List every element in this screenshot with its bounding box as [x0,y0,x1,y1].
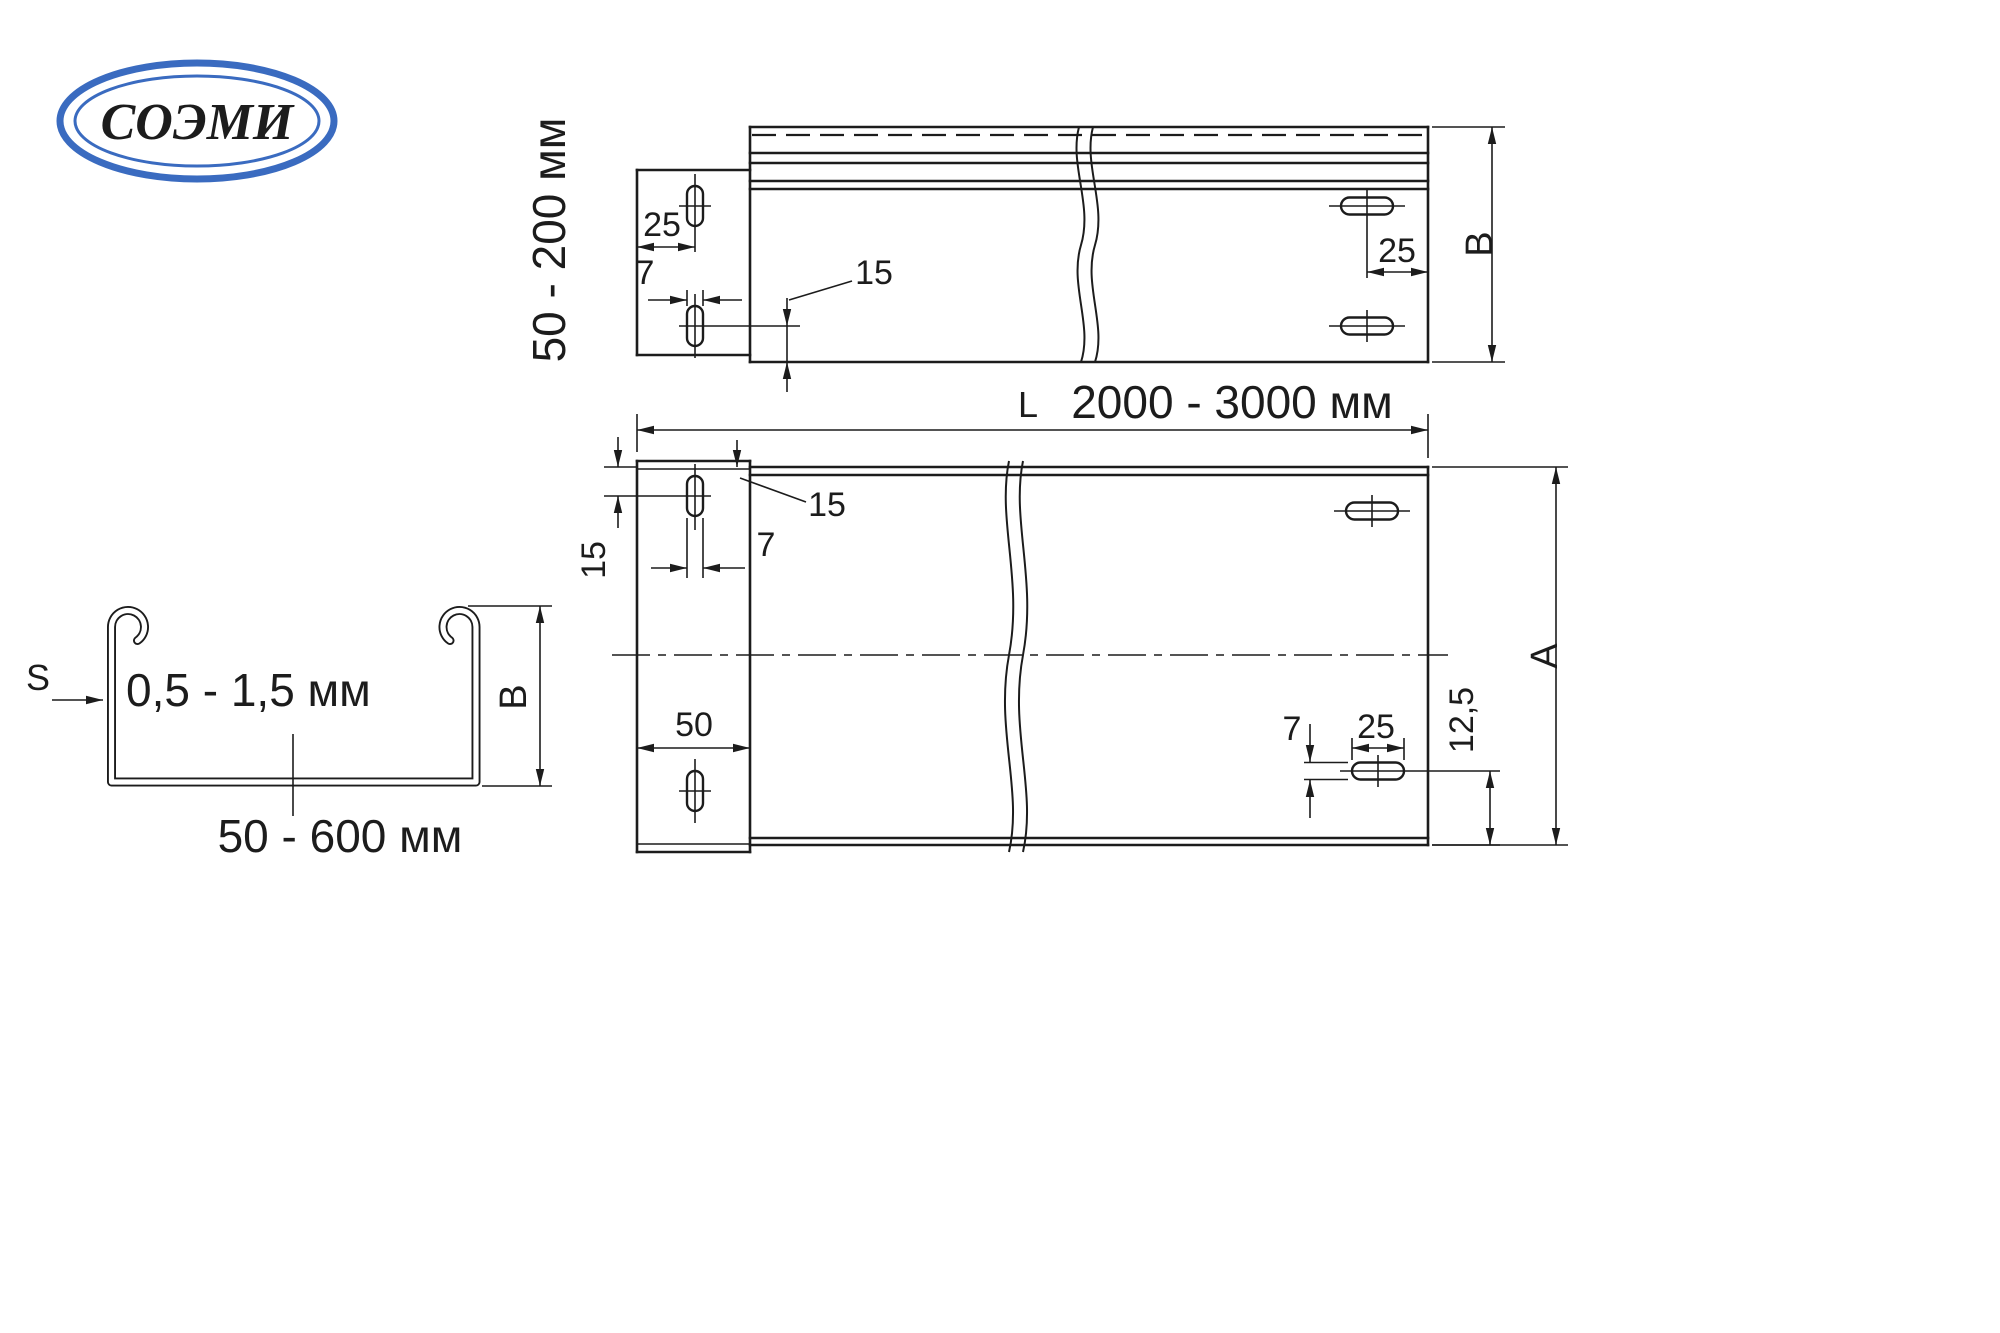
side-right-slot-bottom [1329,310,1405,342]
side-height-dimension: 50 - 200 мм [523,118,575,363]
side-view: 50 - 200 мм 25 7 15 25 [523,118,1505,392]
length-prefix-label: L [1018,384,1038,425]
side-dim-b: B [1432,126,1505,363]
plan-dim-7-bottom: 7 [1283,710,1348,818]
side-dim-15: 15 [711,254,893,392]
plan-slot-bottom-right [1340,755,1416,787]
dim-25-right-label: 25 [1378,232,1416,270]
plan-slot-top-left [679,464,711,530]
plan-body-outline [748,459,1430,854]
plan-view: L 2000 - 3000 мм [575,376,1568,854]
section-dim-b: B [468,605,552,787]
length-range-label: 2000 - 3000 мм [1071,376,1393,428]
dim-s-label: S [26,657,50,698]
leader-line [739,477,807,503]
break-line [1017,460,1029,853]
side-break-lines [1075,126,1100,363]
thickness-range-label: 0,5 - 1,5 мм [126,664,371,716]
plan-dim-15-left: 15 [575,437,679,579]
dim-12-5-label: 12,5 [1443,687,1481,753]
plan-dim-50: 50 [637,706,750,753]
logo-inner-ellipse [73,74,321,168]
plan-break-lines [1003,460,1029,853]
dim-7-top-label: 7 [757,526,776,564]
leader-line [788,280,853,301]
width-range-label: 50 - 600 мм [218,810,463,862]
dim-b-label: B [1459,231,1501,256]
logo-outer-ellipse [56,59,338,183]
side-dim-25-right: 25 [1367,232,1428,277]
section-width-dimension: 50 - 600 мм [218,734,463,862]
dim-7-label: 7 [636,254,655,292]
plan-slot-top-right [1334,495,1410,527]
dim-a-label: A [1524,643,1566,669]
plan-dim-15-top: 15 [732,440,846,524]
dim-15-top-label: 15 [808,486,846,524]
break-line [1075,126,1086,363]
plan-dim-a: A [1432,466,1568,846]
side-height-range-label: 50 - 200 мм [523,118,575,363]
logo-text: СОЭМИ [101,94,295,151]
dim-25-bottom-label: 25 [1357,708,1395,746]
break-line [1003,460,1015,853]
plan-flange-plate [635,459,752,854]
plan-dim-25-bottom: 25 [1351,708,1405,760]
dim-15-left-label: 15 [575,541,613,579]
section-dim-s: S [26,657,103,705]
side-right-slot-top [1329,190,1405,278]
plan-dim-7-top: 7 [651,518,775,578]
side-body-outline [748,125,1430,364]
dim-7-bottom-label: 7 [1283,710,1302,748]
side-flange-plate [635,168,752,357]
side-dim-25-left: 25 [637,206,695,252]
dim-50-label: 50 [675,706,713,744]
side-flange-slot-bottom [679,294,711,358]
break-line [1089,126,1100,363]
dim-15-label: 15 [855,254,893,292]
plan-slot-bottom-left [679,759,711,823]
logo: СОЭМИ [56,59,338,183]
side-dim-7: 7 [636,254,742,306]
dim-25-left-label: 25 [643,206,681,244]
dim-b-label: B [493,684,535,709]
plan-length-dimension: L 2000 - 3000 мм [636,376,1429,458]
side-flange-slot-top [679,174,711,252]
section-view: S 0,5 - 1,5 мм B 50 - 600 мм [26,605,552,862]
